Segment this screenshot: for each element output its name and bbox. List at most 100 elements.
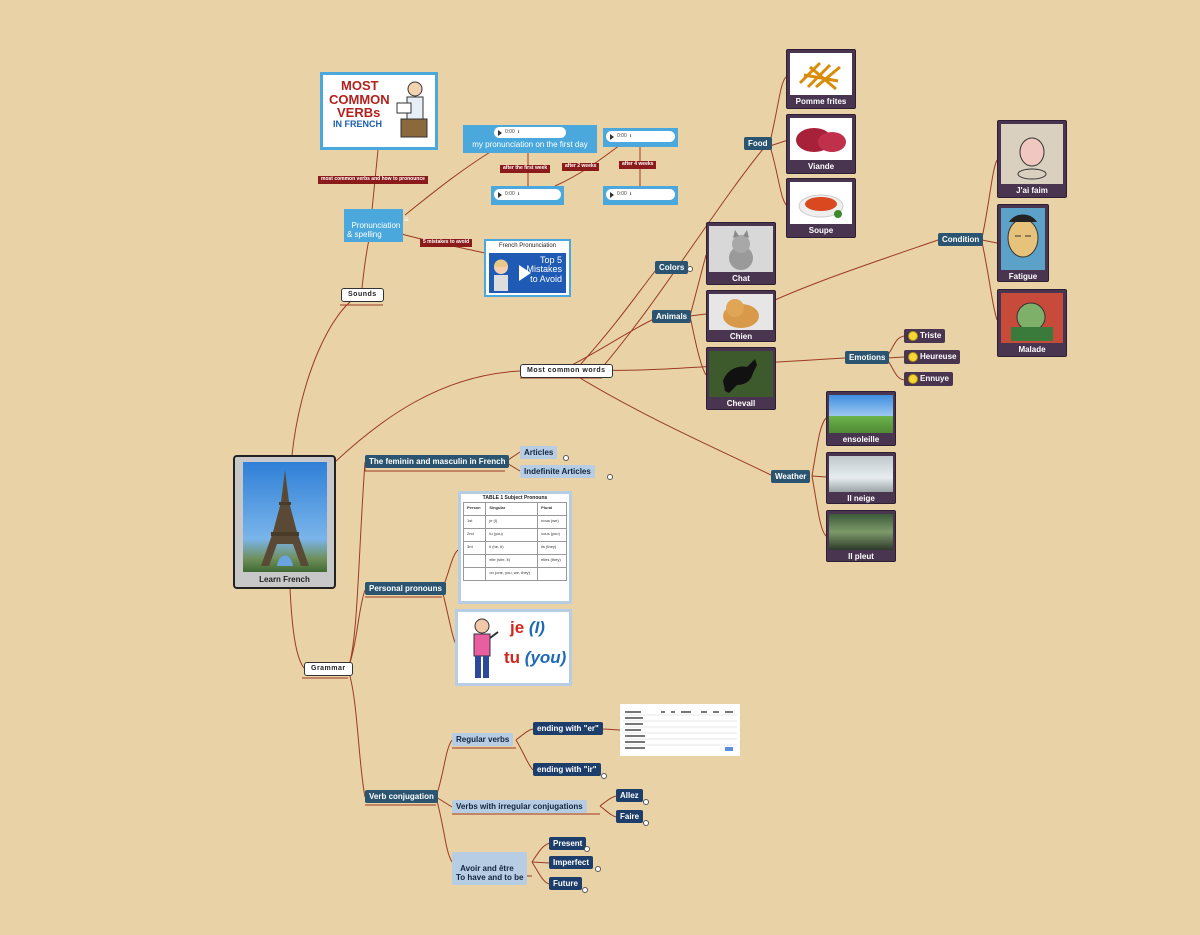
tu-text: tu: [504, 648, 520, 667]
audio-node-after-first-week[interactable]: 0:00 ⭳: [491, 186, 564, 205]
smiley-icon: [908, 352, 918, 362]
eiffel-tower-image: [243, 462, 327, 572]
condition-label: J'ai faim: [998, 186, 1066, 195]
audio-player[interactable]: 0:00 ⭳: [606, 189, 675, 200]
colors-node[interactable]: Colors: [655, 261, 688, 274]
animal-item-chevall[interactable]: Chevall: [706, 347, 776, 410]
cell: [538, 567, 567, 580]
animal-item-chien[interactable]: Chien: [706, 290, 776, 342]
food-label: Pomme frites: [787, 97, 855, 106]
play-icon[interactable]: [498, 192, 502, 198]
verbs-text-common: COMMON: [329, 93, 390, 107]
meat-image: [790, 118, 852, 160]
ending-er-node[interactable]: ending with "er": [533, 722, 603, 735]
imperfect-expand-toggle[interactable]: [595, 866, 601, 872]
food-node[interactable]: Food: [744, 137, 772, 150]
weather-item-il-neige[interactable]: Il neige: [826, 452, 896, 504]
future-node[interactable]: Future: [549, 877, 582, 890]
faire-expand-toggle[interactable]: [643, 820, 649, 826]
present-node[interactable]: Present: [549, 837, 586, 850]
faire-node[interactable]: Faire: [616, 810, 643, 823]
articles-expand-toggle[interactable]: [563, 455, 569, 461]
indefinite-articles-node[interactable]: Indefinite Articles: [520, 465, 595, 478]
play-icon[interactable]: [610, 134, 614, 140]
allez-expand-toggle[interactable]: [643, 799, 649, 805]
condition-node[interactable]: Condition: [938, 233, 983, 246]
present-expand-toggle[interactable]: [584, 846, 590, 852]
download-icon[interactable]: ⭳: [630, 134, 632, 140]
link-label-after-4-weeks: after 4 weeks: [619, 161, 656, 169]
articles-node[interactable]: Articles: [520, 446, 557, 459]
animal-label: Chien: [707, 332, 775, 341]
food-item-soupe[interactable]: Soupe: [786, 178, 856, 238]
emotion-item-heureuse[interactable]: Heureuse: [904, 350, 960, 364]
pronunciation-node[interactable]: Pronunciation & spelling: [344, 209, 403, 242]
download-icon[interactable]: ⭳: [518, 130, 520, 136]
personal-pronouns-node[interactable]: Personal pronouns: [365, 582, 446, 595]
table-row: elle (she, it) elles (they): [464, 554, 567, 567]
avoir-etre-node[interactable]: Avoir and être To have and to be: [452, 852, 527, 885]
note-icon[interactable]: ≡: [404, 215, 409, 224]
imperfect-node[interactable]: Imperfect: [549, 856, 593, 869]
emotions-node[interactable]: Emotions: [845, 351, 889, 364]
animal-item-chat[interactable]: Chat: [706, 222, 776, 285]
root-node[interactable]: Learn French: [233, 455, 336, 589]
food-item-viande[interactable]: Viande: [786, 114, 856, 174]
horse-icon: [709, 351, 773, 397]
my-pronunciation-node[interactable]: 0:00 ⭳ my pronunciation on the first day: [463, 125, 597, 153]
condition-item-fatigue[interactable]: Fatigue: [997, 204, 1049, 282]
download-icon[interactable]: ⭳: [630, 192, 632, 198]
emotion-item-ennuye[interactable]: Ennuye: [904, 372, 953, 386]
cat-icon: [709, 226, 773, 272]
condition-item-jai-faim[interactable]: J'ai faim: [997, 120, 1067, 198]
allez-node[interactable]: Allez: [616, 789, 643, 802]
play-icon[interactable]: [498, 130, 502, 136]
audio-node-after-4-weeks[interactable]: 0:00 ⭳: [603, 186, 678, 205]
video-thumbnail[interactable]: French Pronunciation Top 5 Mistakes to A…: [484, 239, 571, 297]
condition-label: Fatigue: [998, 272, 1048, 281]
avoir-etre-label: Avoir and être To have and to be: [456, 864, 523, 883]
download-icon[interactable]: ⭳: [518, 192, 520, 198]
audio-time: 0:00: [617, 192, 627, 198]
food-item-pomme-frites[interactable]: Pomme frites: [786, 49, 856, 109]
man-reading-icon: [395, 79, 431, 143]
play-icon[interactable]: [610, 192, 614, 198]
future-expand-toggle[interactable]: [582, 887, 588, 893]
emotion-item-triste[interactable]: Triste: [904, 329, 945, 343]
cell: tu (you): [486, 528, 538, 541]
ending-ir-expand-toggle[interactable]: [601, 773, 607, 779]
most-common-verbs-image[interactable]: MOST COMMON VERBs IN FRENCH: [320, 72, 438, 150]
regular-verbs-node[interactable]: Regular verbs: [452, 733, 513, 746]
my-pronunciation-label: my pronunciation on the first day: [465, 140, 595, 149]
sick-image: [1001, 293, 1063, 343]
most-common-words-node[interactable]: Most common words: [520, 364, 613, 378]
link-label-mistakes: 5 mistakes to avoid: [420, 239, 472, 247]
indefinite-expand-toggle[interactable]: [607, 474, 613, 480]
conjugation-table-image[interactable]: [620, 704, 740, 756]
pronouns-table-image[interactable]: TABLE 1 Subject Pronouns Person Singular…: [458, 491, 572, 604]
sounds-node[interactable]: Sounds: [341, 288, 384, 302]
cell: 3rd: [464, 541, 486, 554]
verb-conjugation-node[interactable]: Verb conjugation: [365, 790, 438, 803]
audio-player[interactable]: 0:00 ⭳: [494, 127, 566, 138]
ending-ir-node[interactable]: ending with "ir": [533, 763, 601, 776]
presenter-avatar: [491, 255, 511, 291]
audio-player[interactable]: 0:00 ⭳: [494, 189, 561, 200]
emotion-label: Heureuse: [920, 352, 956, 361]
condition-item-malade[interactable]: Malade: [997, 289, 1067, 357]
weather-item-il-pleut[interactable]: Il pleut: [826, 510, 896, 562]
snow-image: [829, 456, 893, 492]
grammar-node[interactable]: Grammar: [304, 662, 353, 676]
link-label-after-2-weeks: after 2 weeks: [562, 163, 599, 171]
weather-node[interactable]: Weather: [771, 470, 810, 483]
animal-label: Chat: [707, 274, 775, 283]
irregular-verbs-node[interactable]: Verbs with irregular conjugations: [452, 800, 587, 813]
cell: je (I): [486, 515, 538, 528]
feminin-node[interactable]: The feminin and masculin in French: [365, 455, 509, 468]
weather-item-ensoleille[interactable]: ensoleille: [826, 391, 896, 446]
audio-player[interactable]: 0:00 ⭳: [606, 131, 675, 142]
colors-expand-toggle[interactable]: [687, 266, 693, 272]
audio-node-after-2-weeks[interactable]: 0:00 ⭳: [603, 128, 678, 147]
animals-node[interactable]: Animals: [652, 310, 691, 323]
je-tu-image[interactable]: je (I) tu (you): [455, 609, 572, 686]
